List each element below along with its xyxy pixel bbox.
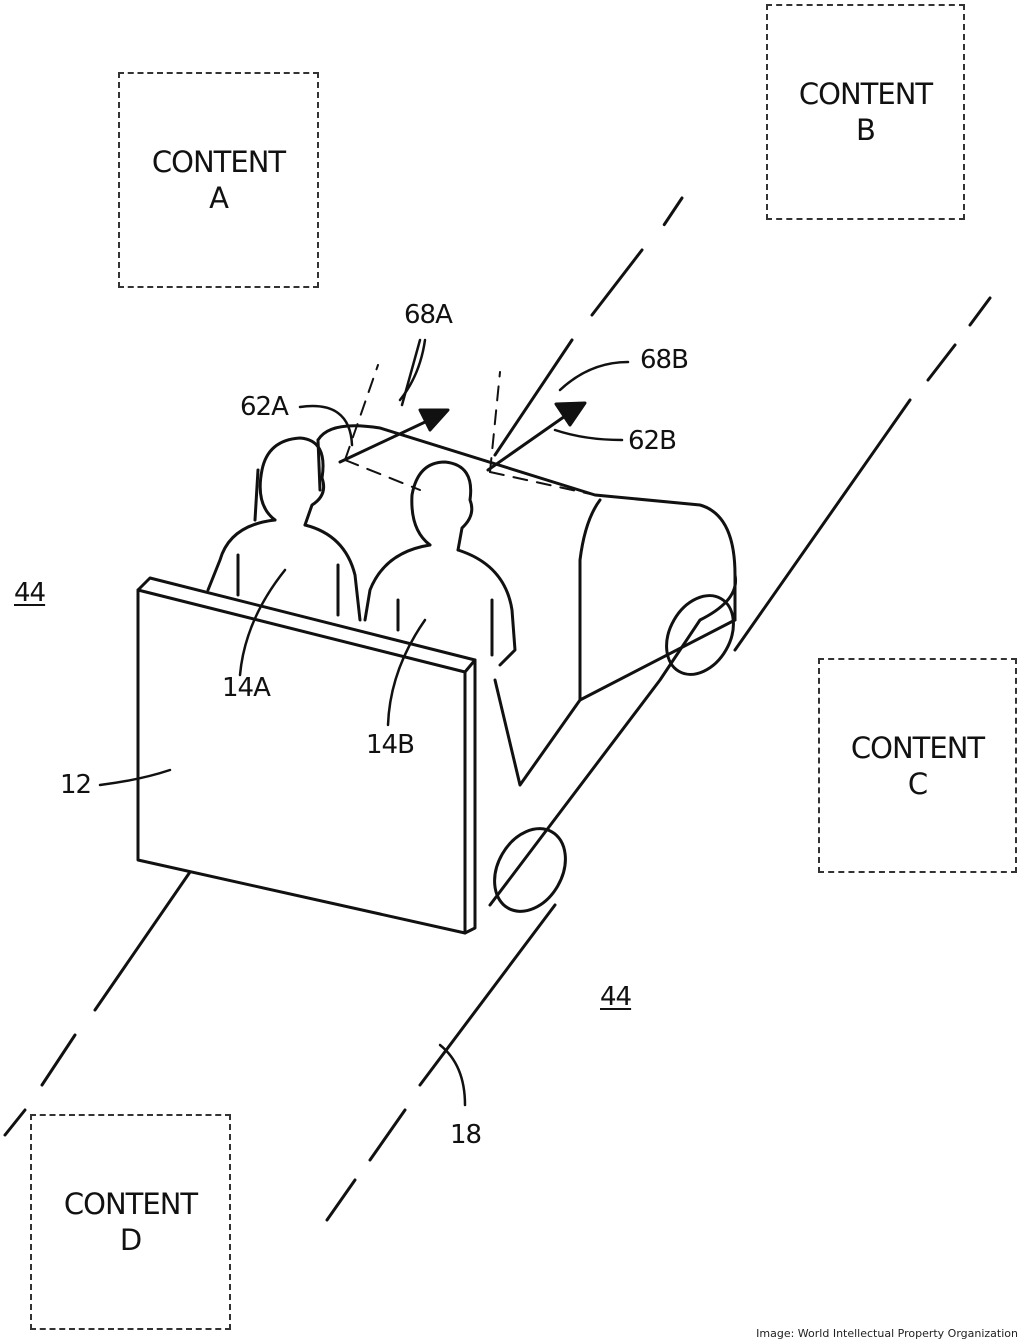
content-c-line1: CONTENT <box>851 730 984 766</box>
content-b-line1: CONTENT <box>799 76 932 112</box>
content-box-d: CONTENT D <box>30 1114 231 1330</box>
label-62b: 62B <box>628 426 676 456</box>
label-18: 18 <box>450 1120 481 1150</box>
label-44-left: 44 <box>14 578 45 608</box>
content-d-line2: D <box>120 1222 141 1258</box>
content-d-line1: CONTENT <box>64 1186 197 1222</box>
rider-14b <box>365 462 515 665</box>
content-c-line2: C <box>908 766 927 802</box>
content-b-line2: B <box>856 112 875 148</box>
content-box-b: CONTENT B <box>766 4 965 220</box>
content-box-c: CONTENT C <box>818 658 1017 873</box>
image-credit: Image: World Intellectual Property Organ… <box>756 1327 1018 1340</box>
content-a-line2: A <box>209 180 228 216</box>
label-12: 12 <box>60 770 91 800</box>
label-62a: 62A <box>240 392 288 422</box>
gaze-arrow-62a <box>340 410 448 462</box>
label-68a: 68A <box>404 300 452 330</box>
content-a-line1: CONTENT <box>152 144 285 180</box>
leader-lines <box>100 340 628 1105</box>
label-14b: 14B <box>366 730 414 760</box>
label-44-right: 44 <box>600 982 631 1012</box>
label-14a: 14A <box>222 673 270 703</box>
label-68b: 68B <box>640 345 688 375</box>
rider-14a <box>208 438 360 620</box>
gaze-arrow-62b <box>488 403 585 470</box>
content-box-a: CONTENT A <box>118 72 319 288</box>
